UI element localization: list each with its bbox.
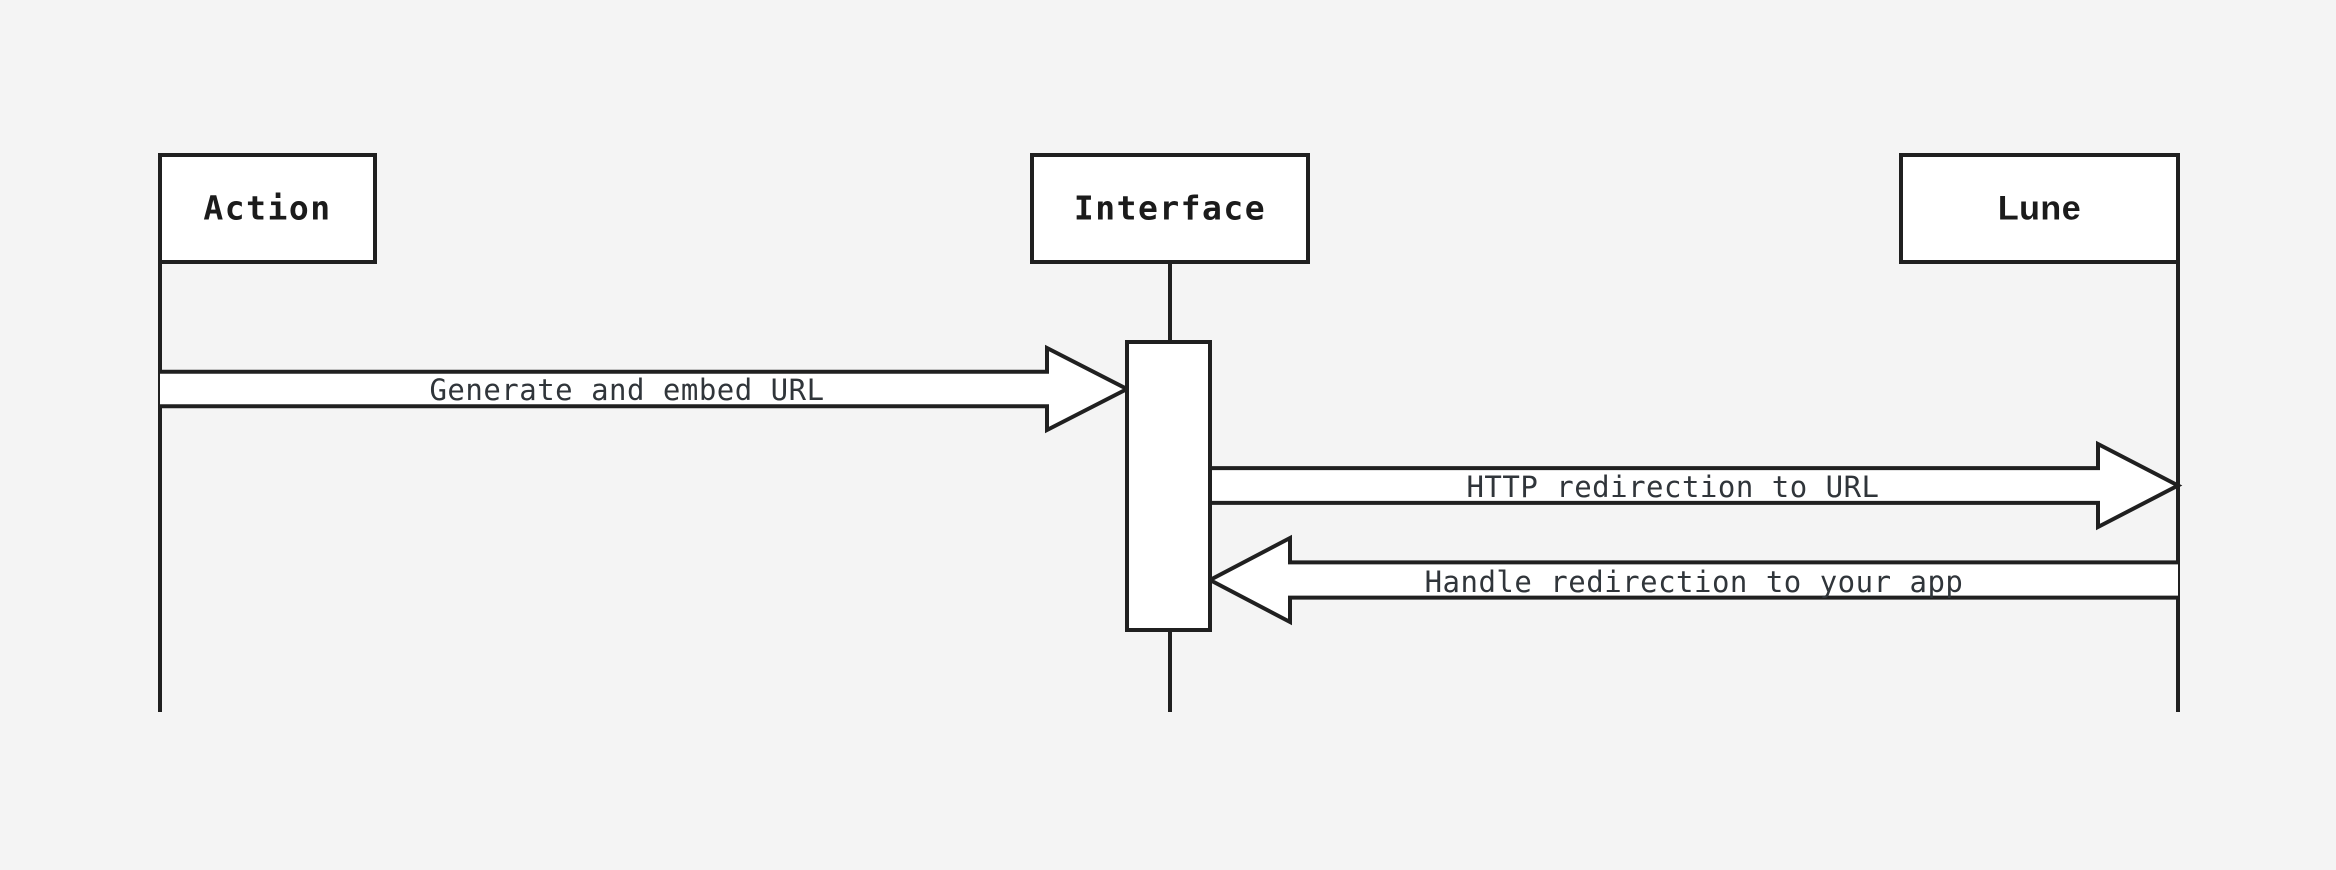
participant-box-action[interactable]: [158, 153, 377, 264]
labels-layer: Generate and embed URL HTTP redirection t…: [429, 373, 1964, 599]
message-label-msg-1: Generate and embed URL: [429, 373, 824, 407]
activation-box-interface: [1125, 340, 1212, 632]
participant-label-action: Action: [203, 189, 331, 228]
message-label-msg-3: Handle redirection to your app: [1425, 565, 1964, 599]
participant-label-lune: Lune: [1998, 190, 2081, 228]
participant-box-lune[interactable]: [1899, 153, 2180, 264]
participants-layer: Action Interface Lune: [158, 153, 2180, 264]
participant-label-interface: Interface: [1074, 189, 1266, 228]
message-arrow-msg-2: [1210, 440, 2183, 531]
participant-box-interface[interactable]: [1030, 153, 1310, 264]
message-label-msg-2: HTTP redirection to URL: [1466, 470, 1879, 504]
activations-layer: [1125, 340, 1212, 632]
